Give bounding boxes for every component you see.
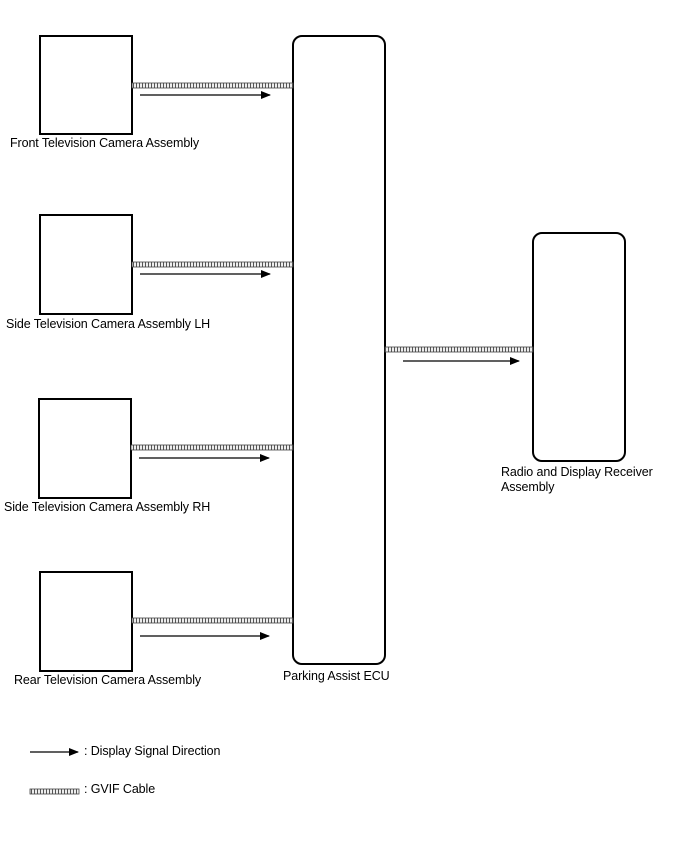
receiver-label: Radio and Display Receiver Assembly — [501, 465, 653, 494]
gvif-cable-side-lh — [131, 261, 294, 268]
gvif-cable-front — [131, 82, 294, 89]
front-camera-box — [39, 35, 133, 135]
side-camera-lh-box — [39, 214, 133, 315]
gvif-cable-rear — [131, 617, 294, 624]
side-camera-lh-label: Side Television Camera Assembly LH — [6, 317, 211, 331]
legend-gvif-symbol — [29, 788, 80, 795]
gvif-cable-side-rh — [130, 444, 294, 451]
legend-gvif-cable-label: : GVIF Cable — [84, 782, 156, 796]
gvif-cable-receiver — [384, 346, 534, 353]
side-camera-rh-label: Side Television Camera Assembly RH — [4, 500, 211, 514]
front-camera-label: Front Television Camera Assembly — [10, 136, 200, 150]
legend-signal-direction-label: : Display Signal Direction — [84, 744, 221, 758]
rear-camera-box — [39, 571, 133, 672]
receiver-box — [532, 232, 626, 462]
rear-camera-label: Rear Television Camera Assembly — [14, 673, 202, 687]
ecu-label: Parking Assist ECU — [283, 669, 390, 683]
ecu-box — [292, 35, 386, 665]
side-camera-rh-box — [38, 398, 132, 499]
